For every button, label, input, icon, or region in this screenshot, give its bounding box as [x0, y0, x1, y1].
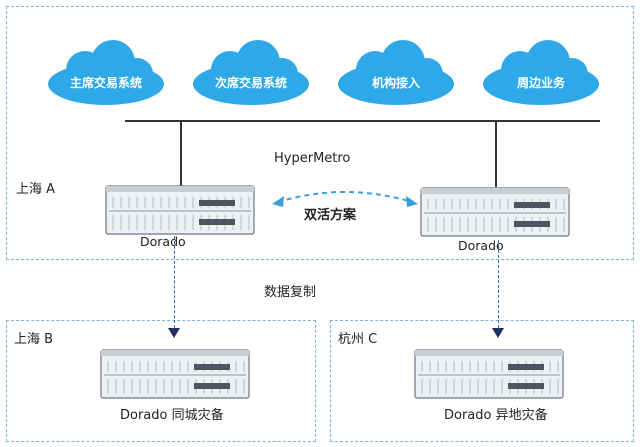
- network-bus-line: [125, 120, 600, 122]
- region-label-shanghai-a: 上海 A: [16, 182, 56, 197]
- storage-array-c: [414, 349, 564, 399]
- connector-right: [495, 121, 497, 187]
- storage-array-a-right: [420, 187, 570, 237]
- cloud-icon: [338, 40, 454, 105]
- region-shanghai-a: [6, 6, 634, 260]
- replication-line-c: [498, 240, 499, 328]
- cloud-label: 主席交易系统: [69, 76, 142, 90]
- hypermetro-label: HyperMetro: [274, 151, 351, 166]
- cloud-label: 机构接入: [371, 76, 420, 90]
- cloud-main-trading: 主席交易系统: [45, 38, 167, 108]
- cloud-icon: [483, 40, 599, 105]
- region-shanghai-b: [6, 320, 316, 442]
- arrowhead-down-icon: [168, 328, 180, 338]
- storage-array-icon: [414, 349, 564, 399]
- replication-label: 数据复制: [264, 285, 317, 300]
- active-active-label: 双活方案: [304, 208, 357, 223]
- storage-array-icon: [420, 187, 570, 237]
- active-active-arrow: [272, 191, 418, 207]
- region-label-hangzhou-c: 杭州 C: [338, 332, 378, 347]
- storage-label-c: Dorado 异地灾备: [444, 408, 548, 423]
- cloud-institution-access: 机构接入: [335, 38, 457, 108]
- storage-array-icon: [100, 349, 250, 399]
- storage-label-a-left: Dorado: [140, 234, 186, 249]
- region-label-shanghai-b: 上海 B: [14, 332, 54, 347]
- storage-label-a-right: Dorado: [458, 238, 504, 253]
- cloud-peripheral-business: 周边业务: [480, 38, 602, 108]
- storage-array-icon: [105, 185, 255, 235]
- storage-array-a-left: [105, 185, 255, 235]
- cloud-icon: [48, 40, 164, 105]
- connector-left: [180, 121, 182, 187]
- cloud-backup-trading: 次席交易系统: [190, 38, 312, 108]
- storage-array-b: [100, 349, 250, 399]
- cloud-label: 周边业务: [516, 76, 565, 90]
- arrowhead-down-icon: [492, 328, 504, 338]
- replication-line-b: [174, 236, 175, 328]
- cloud-label: 次席交易系统: [214, 76, 287, 90]
- region-hangzhou-c: [330, 320, 634, 442]
- storage-label-b: Dorado 同城灾备: [120, 408, 224, 423]
- cloud-icon: [193, 40, 309, 105]
